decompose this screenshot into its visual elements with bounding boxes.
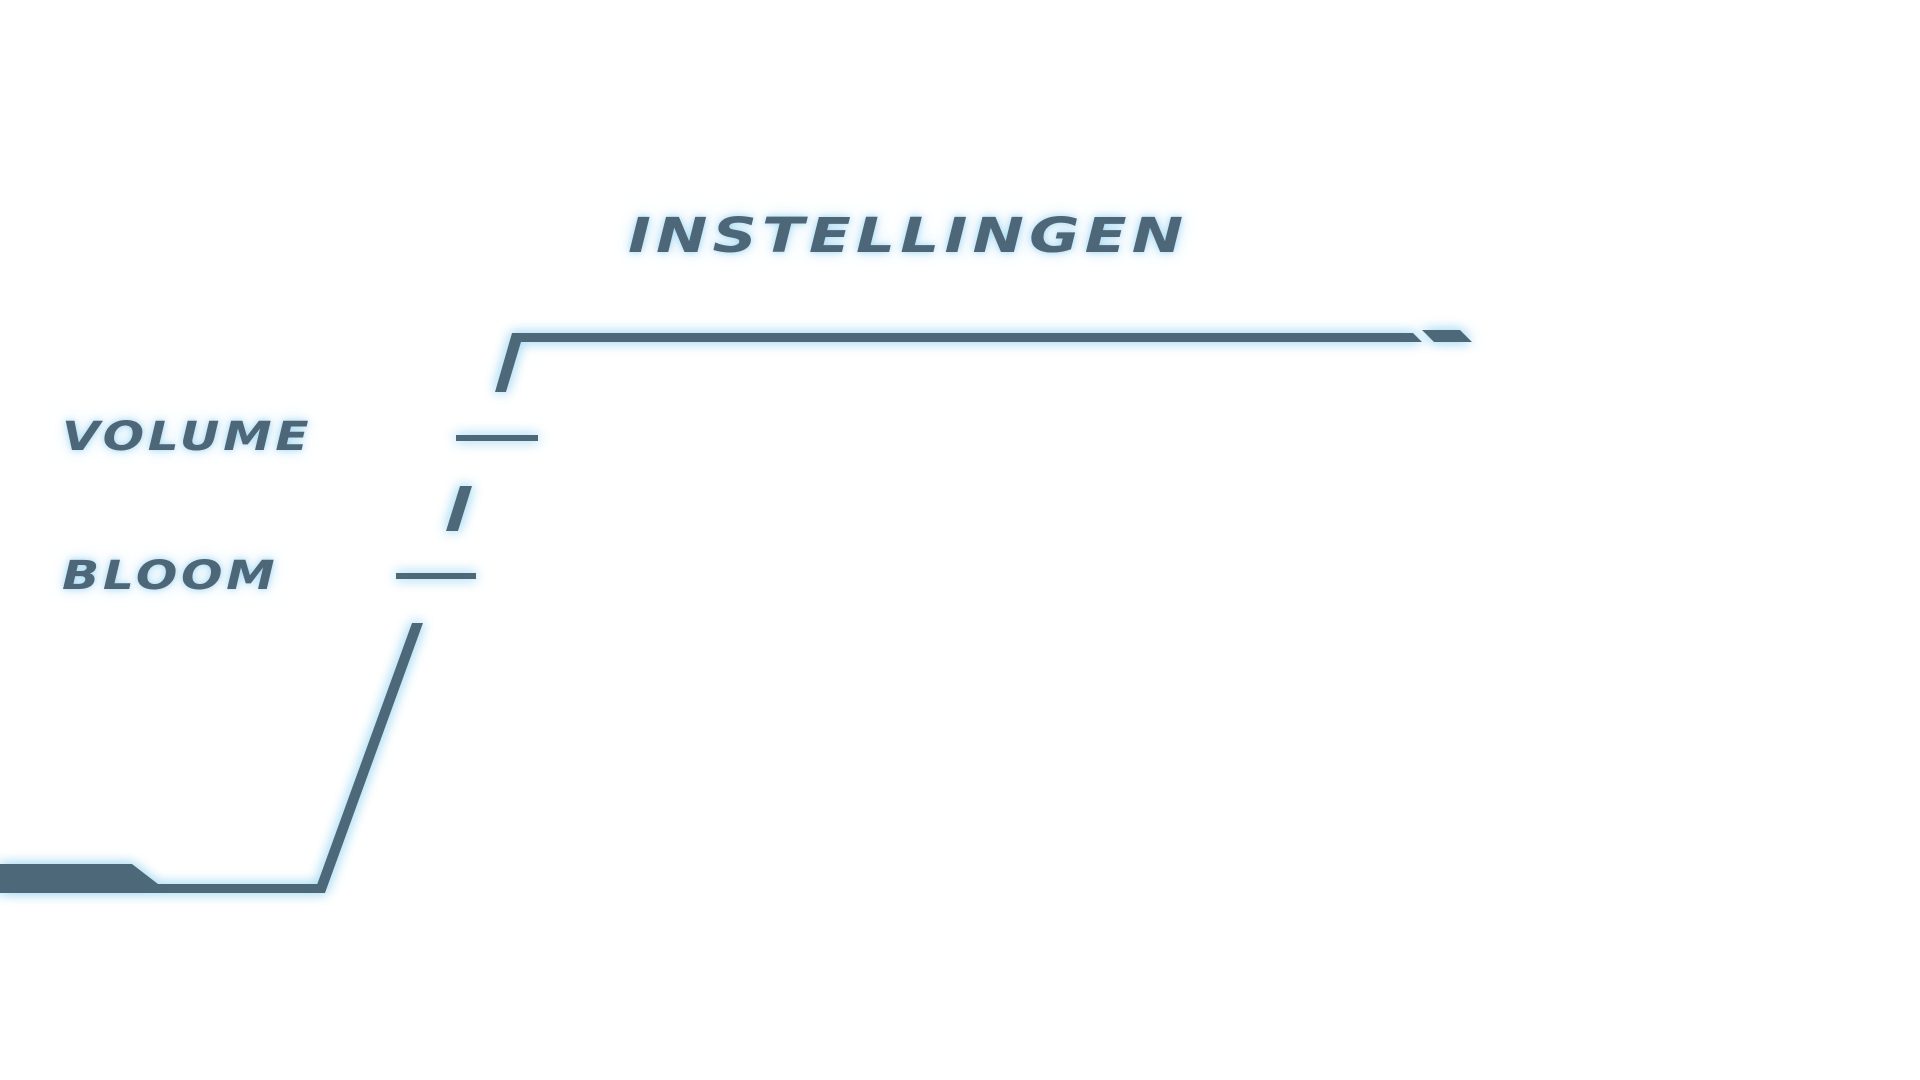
top-frame-accent — [1298, 333, 1422, 342]
top-frame-end-tick — [1422, 330, 1472, 342]
lower-frame-bar — [0, 864, 325, 893]
lower-frame-diagonal — [314, 623, 423, 893]
menu-item-volume[interactable]: VOLUME — [62, 414, 313, 460]
volume-dash — [456, 435, 538, 441]
top-frame-line — [495, 333, 1302, 392]
menu-diagonal-segment — [446, 486, 472, 531]
page-title: INSTELLINGEN — [628, 208, 1189, 264]
menu-item-bloom[interactable]: BLOOM — [62, 553, 279, 599]
bloom-dash — [396, 573, 476, 579]
